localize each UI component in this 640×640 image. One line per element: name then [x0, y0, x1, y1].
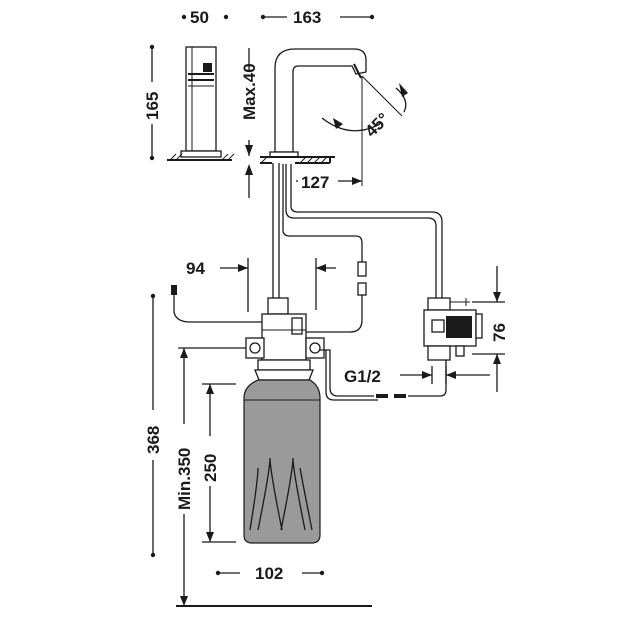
dim-76: 76: [490, 323, 509, 342]
dim-g12: G1/2: [344, 367, 381, 386]
dim-250-group: 250: [198, 383, 236, 543]
dim-94-group: 94: [186, 258, 336, 312]
dim-127: 127: [301, 173, 329, 192]
control-box: [423, 297, 483, 361]
dim-50: 50: [190, 8, 209, 27]
dim-76-group: 76: [472, 266, 509, 392]
dim-368: 368: [144, 426, 163, 454]
dim-45: 45°: [361, 109, 393, 141]
water-connection: G1/2: [320, 349, 490, 401]
dim-368-group: 368: [144, 293, 163, 558]
dim-94: 94: [186, 259, 205, 278]
dim-max40: Max.40: [240, 63, 259, 120]
dim-163: 163: [293, 8, 321, 27]
dim-102-group: 102: [215, 564, 325, 583]
dim-165: 165: [143, 92, 162, 120]
hoses: [171, 163, 443, 333]
dim-102: 102: [255, 564, 283, 583]
faucet-view: 163 Max.40 45° 12: [240, 8, 408, 198]
soap-bottle: [243, 379, 321, 544]
dim-250: 250: [201, 454, 220, 482]
side-view: 50 165: [140, 8, 235, 161]
dim-min350-group: Min.350: [172, 347, 246, 606]
pump-assembly: [245, 297, 325, 381]
dim-min350: Min.350: [175, 448, 194, 510]
